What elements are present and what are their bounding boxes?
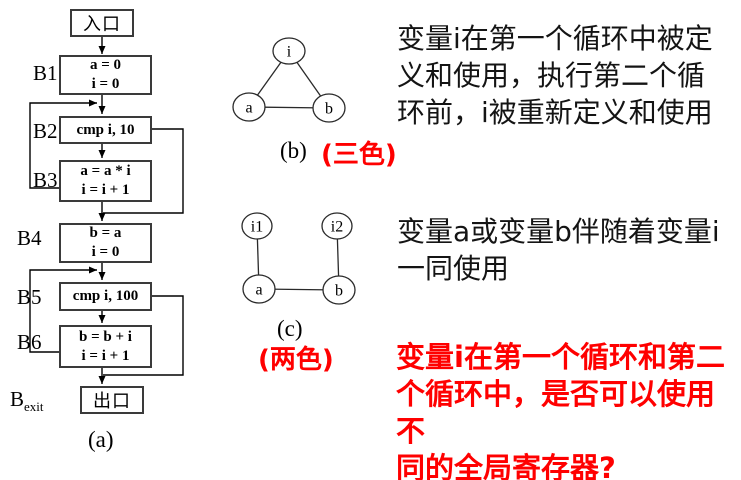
caption-a: (a) — [88, 427, 114, 452]
exit-label: 出口 — [93, 391, 131, 412]
node-b-circle — [322, 275, 356, 305]
block-b4: b = a i = 0 — [59, 223, 152, 263]
label-bexit-main: B — [10, 387, 25, 411]
node-b-circle — [312, 93, 346, 123]
flowchart-edges — [29, 37, 184, 384]
block-b3: a = a * i i = i + 1 — [59, 160, 152, 202]
exit-node: 出口 — [80, 386, 144, 414]
node-b-label: b — [335, 283, 343, 300]
interference-graph-b: i a b — [232, 37, 346, 123]
question-register-line1: 变量i在第一个循环和第二 — [396, 340, 725, 374]
caption-c: (c) — [277, 316, 303, 341]
block-b5: cmp i, 100 — [59, 282, 152, 311]
entry-label: 入口 — [83, 14, 121, 35]
edge-b6-loopback-b5 — [29, 266, 97, 353]
block-b6-code: b = b + i i = i + 1 — [79, 328, 132, 364]
label-b5: B5 — [17, 285, 42, 309]
node-a-label: a — [255, 282, 262, 299]
question-register-line3: 同的全局寄存器? — [396, 451, 616, 480]
tag-two-colors: (两色) — [258, 345, 334, 375]
node-a-circle — [242, 274, 276, 304]
node-i2-circle — [321, 212, 353, 240]
node-i2-label: i2 — [331, 219, 343, 236]
node-i-circle — [272, 37, 306, 65]
label-b1: B1 — [33, 61, 58, 85]
label-b3: B3 — [33, 168, 58, 192]
note-ab-usage-line2: 一同使用 — [397, 252, 510, 285]
note-loop1-line1: 变量i在第一个循环中被定 — [397, 22, 713, 55]
block-b2-code: cmp i, 10 — [76, 121, 135, 138]
caption-b: (b) — [280, 138, 307, 163]
block-b6: b = b + i i = i + 1 — [59, 325, 152, 368]
label-bexit: Bexit — [10, 387, 44, 415]
edge-b5-bypass-exit — [103, 295, 184, 376]
block-b1: a = 0 i = 0 — [59, 55, 152, 95]
block-b4-code: b = a i = 0 — [89, 225, 122, 260]
note-loop1-line2: 义和使用，执行第二个循 — [397, 59, 706, 92]
node-i1-circle — [241, 212, 273, 240]
interference-graph-c: i1 i2 a b — [241, 212, 356, 305]
edge-b2-bypass-b4 — [103, 128, 184, 214]
node-i1-label: i1 — [251, 219, 263, 236]
node-a-label: a — [245, 100, 252, 117]
question-register-line2: 个循环中，是否可以使用不 — [396, 377, 716, 448]
entry-node: 入口 — [70, 9, 134, 37]
label-b2: B2 — [33, 119, 58, 143]
block-b3-code: a = a * i i = i + 1 — [80, 163, 131, 198]
node-a-circle — [232, 92, 266, 122]
note-ab-usage-line1: 变量a或变量b伴随着变量i — [397, 215, 720, 248]
edge-b3-loopback-b2 — [29, 99, 97, 189]
note-loop1: 变量i在第一个循环中被定 义和使用，执行第二个循 环前，i被重新定义和使用 — [397, 20, 713, 131]
tag-three-colors: (三色) — [321, 140, 397, 170]
block-b2: cmp i, 10 — [59, 116, 152, 144]
question-register: 变量i在第一个循环和第二 个循环中，是否可以使用不 同的全局寄存器? — [396, 339, 741, 480]
node-i-label: i — [287, 44, 292, 61]
note-loop1-line3: 环前，i被重新定义和使用 — [397, 96, 713, 129]
label-b6: B6 — [17, 330, 42, 354]
note-ab-usage: 变量a或变量b伴随着变量i 一同使用 — [397, 213, 720, 287]
node-b-label: b — [325, 101, 333, 118]
block-b1-code: a = 0 i = 0 — [89, 57, 122, 92]
label-bexit-sub: exit — [24, 399, 44, 415]
block-b5-code: cmp i, 100 — [72, 288, 139, 304]
label-b4: B4 — [17, 226, 42, 250]
